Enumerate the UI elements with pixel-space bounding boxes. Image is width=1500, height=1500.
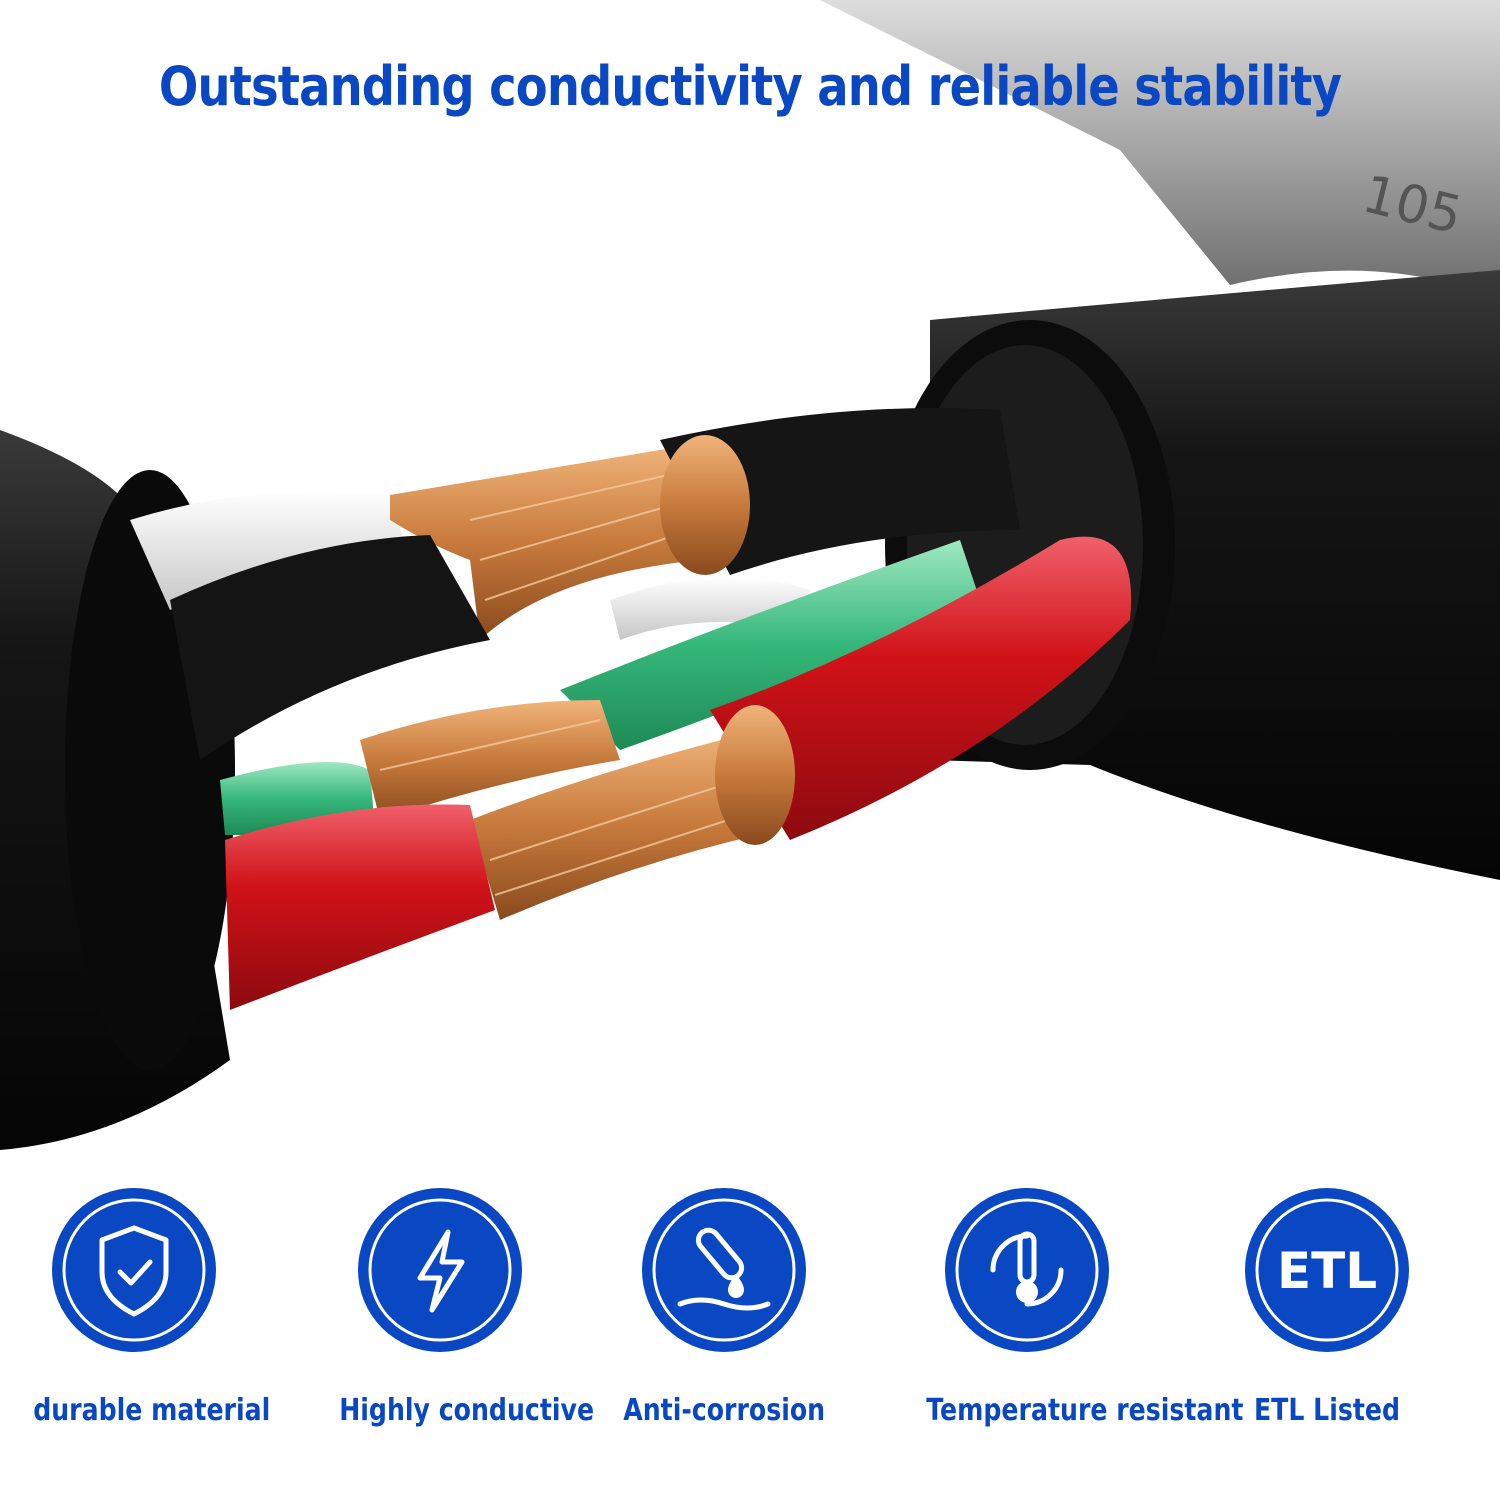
- etl-mark-text: ETL: [1277, 1242, 1377, 1300]
- cable-cutaway-illustration: 105: [0, 0, 1500, 1150]
- thermometer-cycle-icon: [945, 1188, 1109, 1352]
- feature-label: Temperature resistant: [926, 1393, 1244, 1428]
- feature-anti-corrosion: Anti-corrosion: [604, 1186, 844, 1428]
- etl-mark-icon: ETL: [1245, 1188, 1409, 1352]
- feature-durable-material: durable material: [14, 1186, 271, 1428]
- feature-highly-conductive: Highly conductive: [320, 1186, 595, 1428]
- feature-etl-listed: ETL ETL Listed: [1207, 1186, 1447, 1428]
- feature-label: ETL Listed: [1253, 1393, 1401, 1428]
- feature-label: durable material: [33, 1393, 271, 1428]
- headline: Outstanding conductivity and reliable st…: [158, 55, 1342, 118]
- shield-check-icon: [52, 1188, 216, 1352]
- lightning-bolt-icon: [358, 1188, 522, 1352]
- feature-temperature-resistant: Temperature resistant: [907, 1186, 1244, 1428]
- feature-label: Highly conductive: [339, 1393, 595, 1428]
- test-tube-drop-icon: [642, 1188, 806, 1352]
- feature-label: Anti-corrosion: [623, 1393, 826, 1428]
